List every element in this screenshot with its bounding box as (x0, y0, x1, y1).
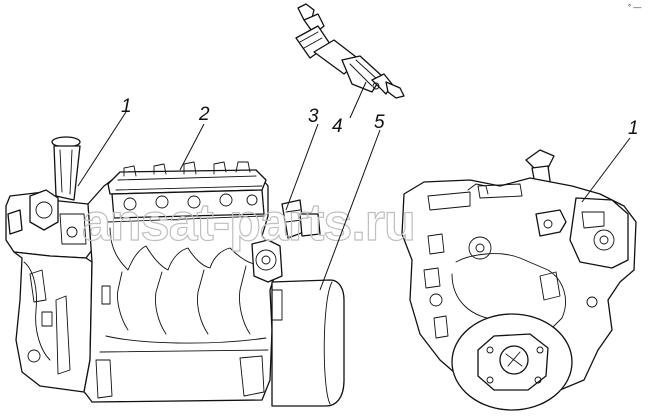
injection-pump-side-view (5, 136, 345, 407)
watermark-text: ansat-parts.ru (82, 194, 415, 252)
leader-5 (319, 129, 381, 291)
injector-part-4 (295, 3, 405, 99)
injection-pump-end-view (401, 149, 637, 411)
leader-lines (77, 81, 631, 291)
callout-1-left: 1 (121, 96, 132, 117)
leader-3 (285, 123, 319, 211)
callout-4: 4 (332, 116, 343, 137)
leader-1-left (77, 111, 127, 187)
leader-2 (179, 123, 205, 171)
leader-1-right (581, 137, 631, 203)
callout-2: 2 (198, 104, 210, 125)
corner-mark: ° — (628, 3, 641, 12)
callout-3: 3 (308, 106, 319, 127)
callout-1-right: 1 (628, 118, 639, 139)
callout-5: 5 (374, 112, 385, 133)
leader-4 (349, 81, 367, 119)
